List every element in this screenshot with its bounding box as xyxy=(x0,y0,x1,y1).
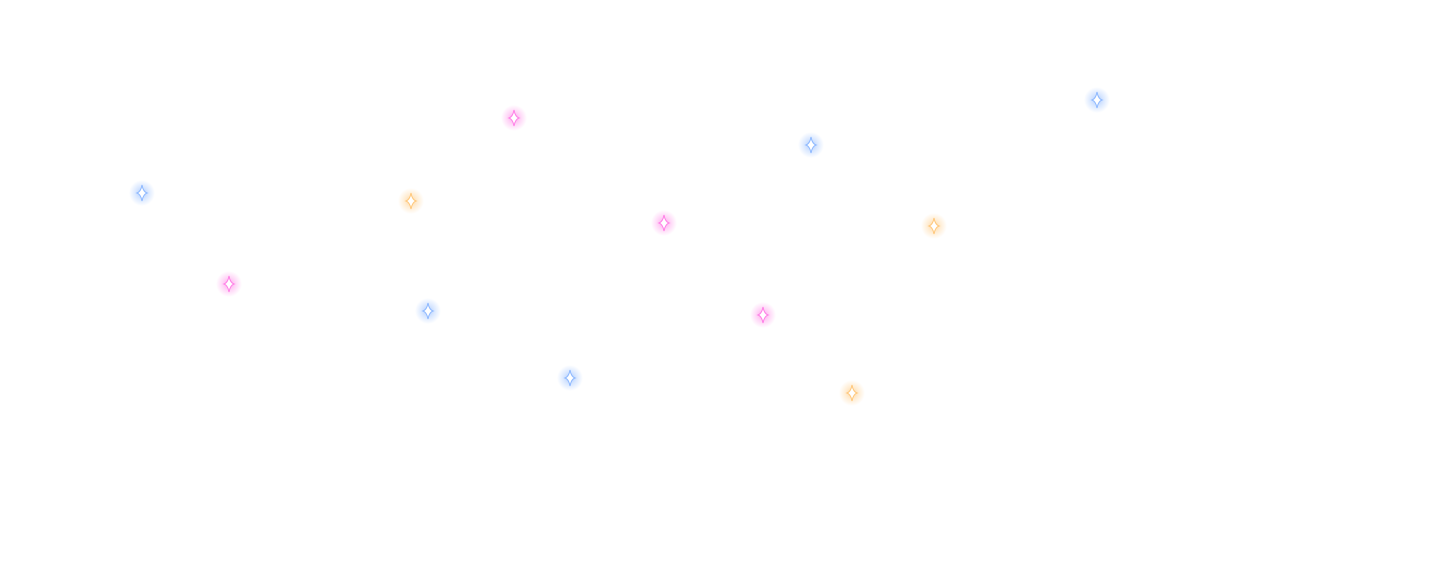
sparkle-icon xyxy=(798,132,824,158)
sparkle-icon xyxy=(1084,87,1110,113)
sparkle-star xyxy=(563,369,577,387)
sparkle-icon xyxy=(501,105,527,131)
sparkle-icon xyxy=(415,298,441,324)
sparkle-icon xyxy=(216,271,242,297)
sparkle-orange xyxy=(919,211,949,241)
sparkle-star xyxy=(657,214,671,232)
sparkle-icon xyxy=(839,380,865,406)
sparkle-star xyxy=(421,302,435,320)
sparkle-blue xyxy=(1082,85,1112,115)
sparkle-orange xyxy=(396,186,426,216)
sparkle-orange xyxy=(837,378,867,408)
sparkle-star xyxy=(222,275,236,293)
sparkle-blue xyxy=(555,363,585,393)
sparkle-pink xyxy=(214,269,244,299)
sparkle-star xyxy=(845,384,859,402)
sparkle-icon xyxy=(398,188,424,214)
sparkle-icon xyxy=(651,210,677,236)
sparkle-pink xyxy=(499,103,529,133)
sparkle-pink xyxy=(748,300,778,330)
sparkle-star xyxy=(404,192,418,210)
sparkle-star xyxy=(507,109,521,127)
sparkle-pink xyxy=(649,208,679,238)
sparkle-icon xyxy=(921,213,947,239)
sparkle-star xyxy=(135,184,149,202)
sparkle-icon xyxy=(750,302,776,328)
sparkle-star xyxy=(804,136,818,154)
sparkle-blue xyxy=(796,130,826,160)
sparkle-icon xyxy=(557,365,583,391)
sparkle-icon xyxy=(129,180,155,206)
sparkle-blue xyxy=(413,296,443,326)
sparkle-blue xyxy=(127,178,157,208)
sparkle-star xyxy=(756,306,770,324)
sparkle-star xyxy=(927,217,941,235)
sparkle-star xyxy=(1090,91,1104,109)
